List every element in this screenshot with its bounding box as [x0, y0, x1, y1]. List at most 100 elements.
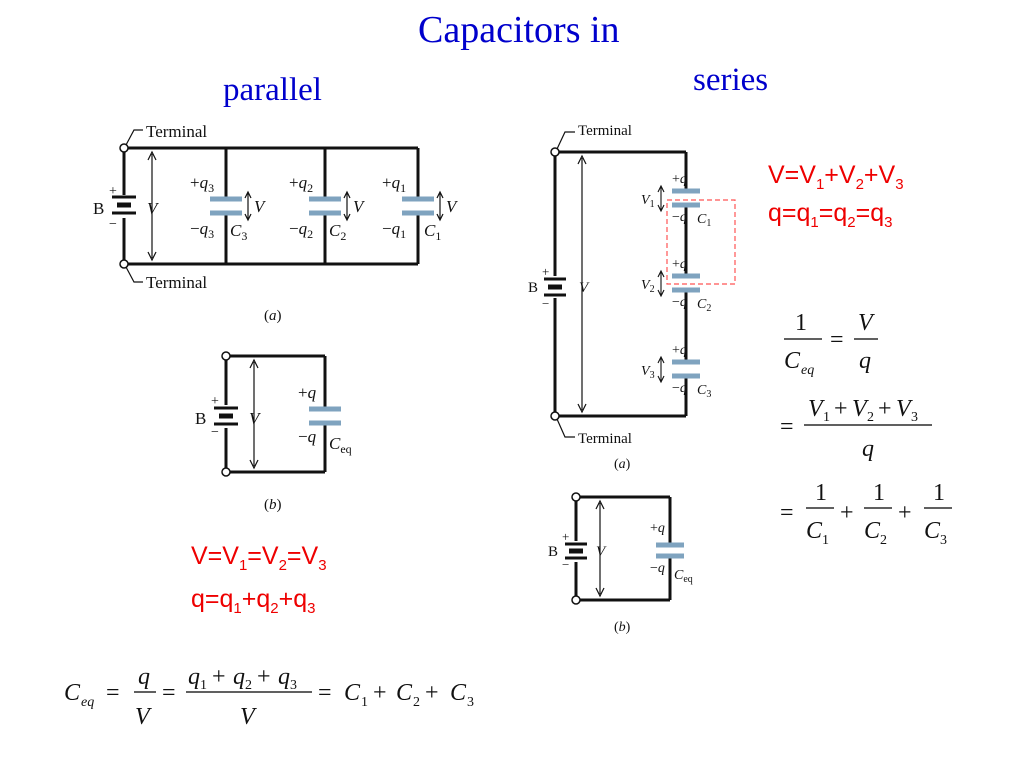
svg-text:3: 3: [940, 533, 947, 548]
svg-text:C3: C3: [230, 221, 247, 243]
charge-label: +: [190, 173, 200, 192]
svg-text:1: 1: [815, 480, 827, 506]
svg-text:1: 1: [933, 480, 945, 506]
svg-text:q: q: [278, 664, 290, 690]
svg-text:V: V: [858, 310, 875, 336]
svg-text:−: −: [542, 296, 549, 311]
svg-text:+q3: +q3: [190, 173, 214, 195]
svg-text:C: C: [344, 680, 361, 706]
svg-text:V: V: [852, 396, 869, 422]
series-charge-eq: q=q1=q2=q3: [768, 199, 893, 231]
svg-text:Terminal: Terminal: [578, 431, 632, 447]
svg-text:+q2: +q2: [289, 173, 313, 195]
svg-text:1: 1: [200, 678, 207, 693]
svg-text:q: q: [188, 664, 200, 690]
caption-b: b: [269, 497, 277, 513]
svg-text:+: +: [542, 264, 549, 279]
svg-text:+: +: [257, 664, 271, 690]
svg-text:+: +: [562, 529, 569, 544]
svg-text:+q: +q: [672, 257, 687, 272]
svg-text:B: B: [528, 280, 538, 296]
svg-text:C: C: [784, 348, 801, 374]
slide-title: Capacitors in: [418, 9, 620, 51]
svg-text:1: 1: [873, 480, 885, 506]
svg-text:C1: C1: [424, 221, 441, 243]
svg-text:+: +: [211, 394, 219, 409]
svg-text:+q: +q: [298, 383, 317, 402]
parallel-voltage-eq: V=V1=V2=V3: [191, 542, 327, 574]
svg-text:−q: −q: [672, 210, 687, 225]
svg-text:+: +: [834, 396, 848, 422]
svg-text:C2: C2: [697, 297, 711, 314]
svg-text:q: q: [233, 664, 245, 690]
terminal-label: Terminal: [146, 273, 207, 292]
battery-plus: +: [109, 184, 117, 199]
svg-text:−q: −q: [298, 427, 317, 446]
svg-text:(b): (b): [264, 497, 282, 513]
svg-text:C3: C3: [697, 383, 711, 400]
svg-text:B: B: [548, 544, 558, 560]
svg-text:V: V: [254, 197, 267, 216]
svg-text:C: C: [64, 680, 81, 706]
svg-text:V: V: [579, 280, 590, 296]
svg-text:(b): (b): [614, 620, 631, 635]
svg-text:−: −: [211, 425, 219, 440]
svg-text:q: q: [138, 664, 150, 690]
svg-text:3: 3: [467, 695, 474, 710]
svg-text:1: 1: [361, 695, 368, 710]
voltage-label: V: [147, 199, 160, 218]
svg-text:1: 1: [822, 533, 829, 548]
svg-text:3: 3: [911, 410, 918, 425]
svg-text:Terminal: Terminal: [578, 123, 632, 139]
svg-text:=: =: [162, 680, 176, 706]
svg-text:−q: −q: [672, 381, 687, 396]
series-voltage-eq: V=V1+V2+V3: [768, 161, 904, 193]
svg-text:B: B: [195, 409, 206, 428]
svg-text:2: 2: [413, 695, 420, 710]
battery-minus: −: [109, 217, 117, 232]
parallel-heading: parallel: [223, 72, 322, 108]
svg-text:V: V: [135, 704, 152, 730]
svg-text:V3: V3: [641, 364, 655, 381]
svg-text:C2: C2: [329, 221, 346, 243]
svg-text:(a): (a): [264, 308, 282, 324]
svg-text:V: V: [808, 396, 825, 422]
svg-text:V: V: [240, 704, 257, 730]
svg-text:C: C: [924, 518, 941, 544]
svg-text:−q: −q: [650, 561, 665, 576]
svg-text:V: V: [249, 409, 262, 428]
svg-text:C: C: [864, 518, 881, 544]
svg-text:+: +: [212, 664, 226, 690]
svg-text:+q: +q: [672, 172, 687, 187]
svg-text:V1: V1: [641, 193, 655, 210]
svg-text:3: 3: [290, 678, 297, 693]
svg-text:−q: −q: [672, 295, 687, 310]
svg-text:1: 1: [823, 410, 830, 425]
svg-text:+: +: [373, 680, 387, 706]
svg-text:q: q: [862, 436, 874, 462]
svg-text:=: =: [830, 327, 844, 353]
svg-text:2: 2: [245, 678, 252, 693]
svg-text:−q1: −q1: [382, 219, 406, 241]
svg-text:+q: +q: [672, 343, 687, 358]
svg-text:+: +: [898, 500, 912, 526]
terminal-label: Terminal: [146, 122, 207, 141]
svg-text:=: =: [106, 680, 120, 706]
svg-text:+: +: [840, 500, 854, 526]
svg-text:(a): (a): [614, 457, 631, 472]
svg-text:eq: eq: [81, 695, 94, 710]
caption-a: a: [269, 308, 277, 324]
svg-text:V: V: [896, 396, 913, 422]
svg-text:Ceq: Ceq: [329, 434, 352, 456]
svg-text:q: q: [859, 348, 871, 374]
svg-text:=: =: [780, 500, 794, 526]
svg-text:−q2: −q2: [289, 219, 313, 241]
svg-text:eq: eq: [801, 363, 814, 378]
svg-text:+q1: +q1: [382, 173, 406, 195]
svg-text:Ceq: Ceq: [674, 568, 693, 585]
